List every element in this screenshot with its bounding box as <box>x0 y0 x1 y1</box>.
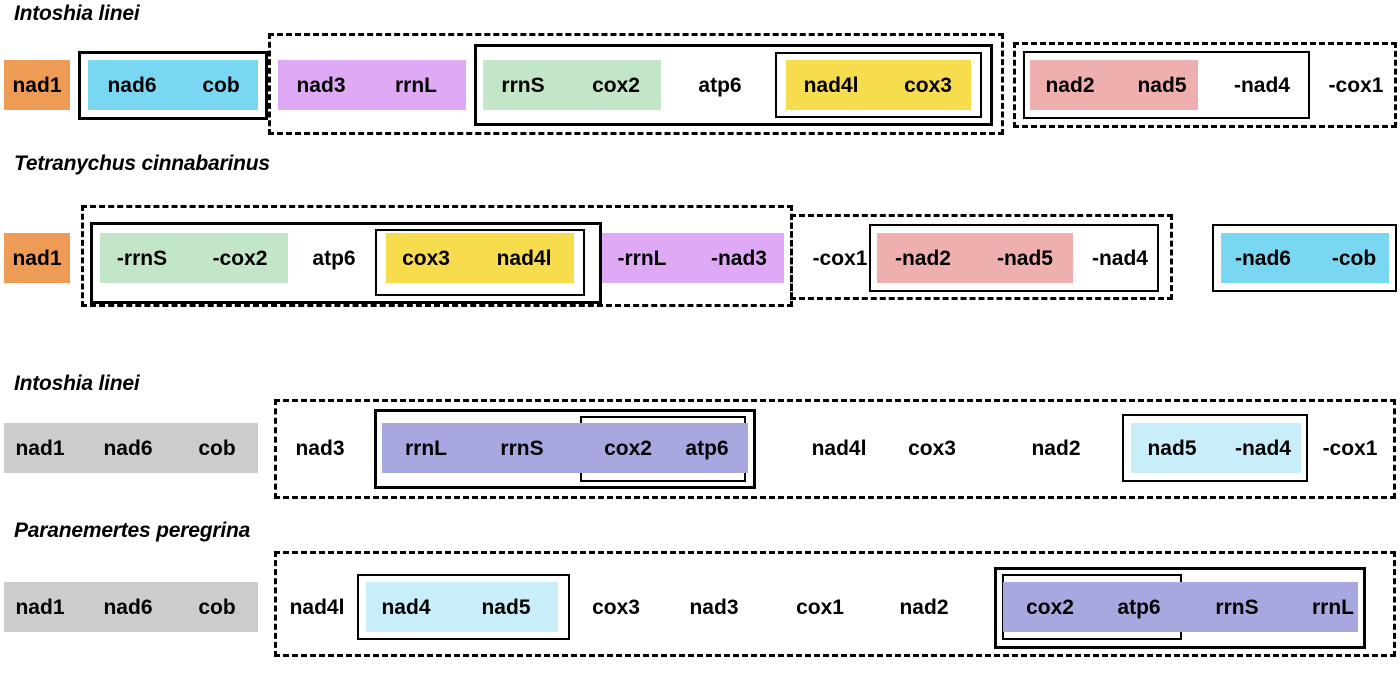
gene-row-4-13: rrnL <box>1312 595 1354 619</box>
gene-row-3-8: nad4l <box>811 436 867 460</box>
solid-cluster-row-3-rrnL-atp6 <box>374 409 756 489</box>
gene-row-2-8: -cox1 <box>812 246 868 270</box>
gene-row-4-2: cob <box>198 595 236 619</box>
dashed-cluster-row-1-b <box>1013 42 1397 128</box>
gene-row-2-2: -cox2 <box>212 246 268 270</box>
solid-cluster-row-4-nad4-nad5 <box>357 574 570 640</box>
gene-row-1-8: nad4l <box>803 73 859 97</box>
gene-row-2-1: -rrnS <box>116 246 168 270</box>
gene-row-1-2: cob <box>202 73 240 97</box>
gene-row-1-11: nad5 <box>1137 73 1187 97</box>
gene-row-1-4: rrnL <box>395 73 437 97</box>
species-name-row-1: Intoshia linei <box>14 2 140 25</box>
gene-row-2-10: -nad5 <box>996 246 1053 270</box>
solid-cluster-row-1-nad6-cob <box>78 51 268 120</box>
gene-row-2-3: atp6 <box>312 246 356 270</box>
band-row-2-yellow <box>386 233 574 283</box>
gene-row-3-13: -cox1 <box>1322 436 1378 460</box>
band-row-3-violet <box>382 423 748 473</box>
band-row-3-light-blue <box>1131 423 1301 473</box>
gene-row-4-4: nad4 <box>381 595 431 619</box>
gene-row-4-0: nad1 <box>15 595 65 619</box>
solid-cluster-row-1-rrnS-cox3 <box>474 44 993 126</box>
solid-cluster-row-2-rrnS-nad4l <box>90 222 602 304</box>
gene-row-3-4: rrnL <box>405 436 447 460</box>
gene-row-3-6: cox2 <box>604 436 652 460</box>
gene-row-1-9: cox3 <box>904 73 952 97</box>
band-row-1-cyan <box>88 60 258 110</box>
species-name-row-2: Tetranychus cinnabarinus <box>14 152 270 175</box>
gene-row-2-9: -nad2 <box>894 246 951 270</box>
band-row-4-gray <box>4 582 258 632</box>
gene-row-3-3: nad3 <box>295 436 345 460</box>
gene-row-2-6: -rrnL <box>617 246 667 270</box>
solid-cluster-row-1-nad4l-cox3 <box>775 52 982 118</box>
gene-row-3-11: nad5 <box>1147 436 1197 460</box>
band-row-2-orange <box>4 233 70 283</box>
gene-row-3-12: -nad4 <box>1234 436 1291 460</box>
band-row-1-yellow <box>786 60 971 110</box>
gene-row-1-5: rrnS <box>501 73 545 97</box>
gene-row-3-9: cox3 <box>908 436 956 460</box>
gene-row-4-6: cox3 <box>592 595 640 619</box>
gene-row-1-1: nad6 <box>107 73 157 97</box>
band-row-2-pink <box>877 233 1073 283</box>
gene-row-3-5: rrnS <box>500 436 544 460</box>
species-name-row-3: Intoshia linei <box>14 372 140 395</box>
gene-row-3-7: atp6 <box>685 436 729 460</box>
band-row-2-magenta <box>602 233 784 283</box>
gene-row-2-11: -nad4 <box>1091 246 1148 270</box>
solid-cluster-row-2-cox3-nad4l <box>375 229 585 296</box>
band-row-2-green <box>100 233 288 283</box>
dashed-cluster-row-3 <box>274 399 1396 499</box>
band-row-3-gray <box>4 423 258 473</box>
gene-row-1-12: -nad4 <box>1233 73 1290 97</box>
band-row-4-violet <box>1003 582 1358 632</box>
gene-row-3-0: nad1 <box>15 436 65 460</box>
band-row-1-orange <box>4 60 70 110</box>
band-row-1-pink <box>1030 60 1198 110</box>
gene-row-4-3: nad4l <box>289 595 345 619</box>
gene-row-3-10: nad2 <box>1031 436 1081 460</box>
gene-row-4-12: rrnS <box>1215 595 1259 619</box>
band-row-2-cyan <box>1221 233 1389 283</box>
gene-row-1-3: nad3 <box>296 73 346 97</box>
gene-row-4-1: nad6 <box>103 595 153 619</box>
gene-row-2-7: -nad3 <box>710 246 767 270</box>
gene-row-2-0: nad1 <box>12 246 62 270</box>
gene-row-4-8: cox1 <box>796 595 844 619</box>
band-row-1-green <box>483 60 661 110</box>
solid-cluster-row-3-nad5-nad4 <box>1122 414 1308 482</box>
gene-row-1-13: -cox1 <box>1328 73 1384 97</box>
gene-row-2-13: -cob <box>1331 246 1377 270</box>
gene-row-4-9: nad2 <box>899 595 949 619</box>
gene-row-4-10: cox2 <box>1026 595 1074 619</box>
band-row-4-light-blue <box>366 582 558 632</box>
gene-row-4-11: atp6 <box>1117 595 1161 619</box>
band-row-1-magenta <box>278 60 466 110</box>
gene-row-1-7: atp6 <box>698 73 742 97</box>
gene-row-4-7: nad3 <box>689 595 739 619</box>
solid-cluster-row-4-cox2-rrnL <box>994 567 1366 649</box>
gene-row-1-10: nad2 <box>1045 73 1095 97</box>
gene-row-1-6: cox2 <box>592 73 640 97</box>
gene-row-1-0: nad1 <box>12 73 62 97</box>
gene-row-2-5: nad4l <box>496 246 552 270</box>
solid-cluster-row-2-nad2-nad4 <box>869 224 1159 292</box>
gene-row-2-4: cox3 <box>402 246 450 270</box>
solid-cluster-row-2-nad6-cob <box>1212 224 1397 292</box>
species-name-row-4: Paranemertes peregrina <box>14 519 251 542</box>
gene-row-3-2: cob <box>198 436 236 460</box>
dashed-cluster-row-1-a <box>268 33 1004 135</box>
gene-row-3-1: nad6 <box>103 436 153 460</box>
dashed-cluster-row-4 <box>274 551 1396 657</box>
gene-row-2-12: -nad6 <box>1234 246 1291 270</box>
dashed-cluster-row-2-b <box>790 214 1173 300</box>
gene-row-4-5: nad5 <box>481 595 531 619</box>
solid-cluster-row-1-nad2-nad4 <box>1023 51 1310 119</box>
